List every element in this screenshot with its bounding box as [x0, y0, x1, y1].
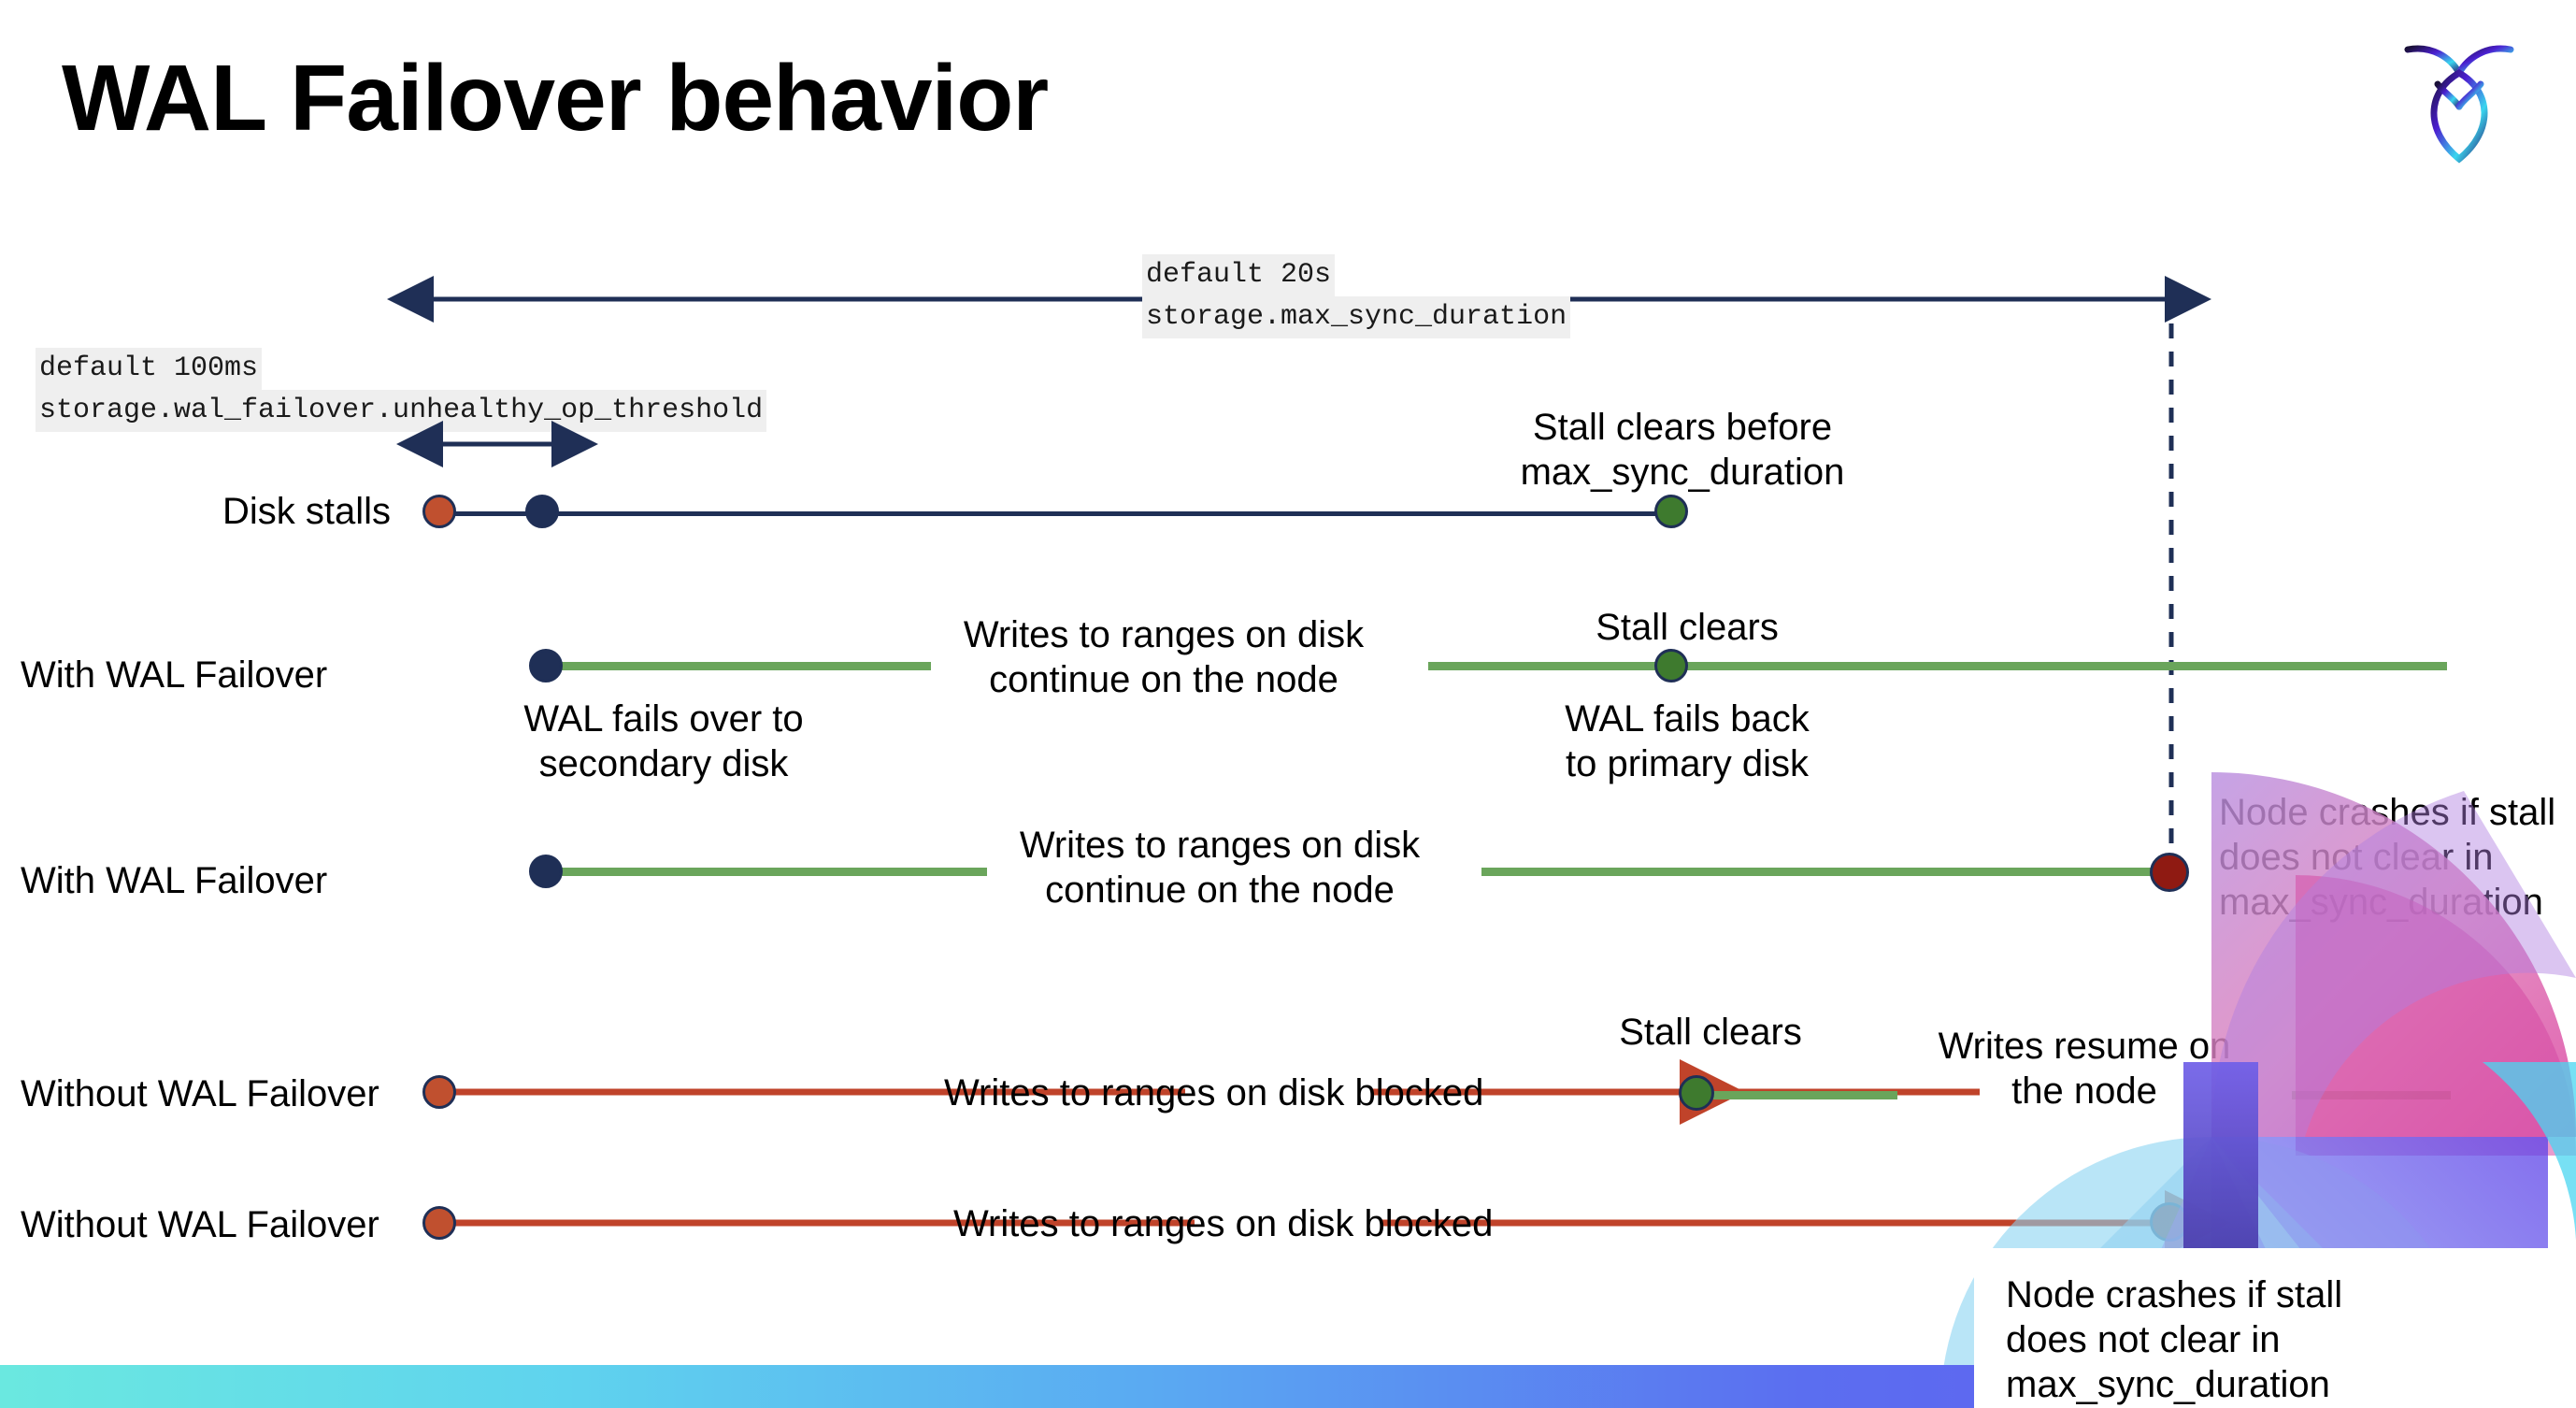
annotation-writes-continue-2: Writes to ranges on disk continue on the…	[1019, 825, 1421, 911]
with-wal-failover-crashes-segment-b	[1481, 868, 2173, 876]
max-sync-duration-default: default 20s	[1142, 254, 1336, 296]
annotation-stall-clears-1: Stall clears	[1596, 607, 1779, 648]
without-wal-failover-recovers-resume-segment-b	[2292, 1091, 2451, 1099]
page-title: WAL Failover behavior	[62, 46, 1049, 151]
unhealthy-op-threshold-default: default 100ms	[36, 348, 263, 390]
disk-stalls-timeline	[439, 511, 1673, 516]
with-wal-failover-recovers-segment-a	[548, 662, 931, 670]
without-wal-failover-recovers-start-node	[422, 1075, 456, 1109]
cockroachdb-logo-icon	[2398, 26, 2520, 166]
with-wal-failover-recovers-clear-node	[1654, 649, 1688, 682]
with-wal-failover-crashes-segment-a	[548, 868, 987, 876]
max-sync-duration-dashed-guide	[2168, 295, 2174, 869]
annotation-writes-continue-1: Writes to ranges on disk continue on the…	[963, 614, 1365, 700]
disk-stalls-start-node	[422, 495, 456, 528]
annotation-writes-blocked-2: Writes to ranges on disk blocked	[953, 1203, 1494, 1244]
unhealthy-op-threshold-name: storage.wal_failover.unhealthy_op_thresh…	[36, 390, 767, 432]
without-wal-failover-recovers-clear-node	[1679, 1075, 1714, 1111]
annotation-stall-clears-2: Stall clears	[1619, 1012, 1802, 1053]
row-label-without-wal-failover-recovers: Without WAL Failover	[21, 1073, 379, 1114]
max-sync-duration-name: storage.max_sync_duration	[1142, 296, 1571, 338]
disk-stalls-failover-node	[525, 495, 559, 528]
annotation-node-crashes-1: Node crashes if stall does not clear in …	[2219, 792, 2556, 923]
disk-stalls-clear-node	[1654, 495, 1688, 528]
annotation-writes-resume: Writes resume on the node	[1938, 1026, 2231, 1112]
row-label-without-wal-failover-crashes: Without WAL Failover	[21, 1204, 379, 1245]
row-label-with-wal-failover-recovers: With WAL Failover	[21, 654, 328, 696]
unhealthy-op-threshold-label: default 100ms storage.wal_failover.unhea…	[36, 348, 767, 432]
without-wal-failover-crashes-start-node	[422, 1206, 456, 1240]
with-wal-failover-crashes-failover-node	[529, 855, 563, 888]
with-wal-failover-crashes-crash-node	[2150, 853, 2189, 892]
with-wal-failover-recovers-failover-node	[529, 649, 563, 682]
max-sync-duration-label: default 20s storage.max_sync_duration	[1142, 254, 1571, 338]
unhealthy-op-threshold-measure-arrow	[396, 421, 598, 467]
without-wal-failover-crashes-crash-node	[2150, 1202, 2189, 1242]
annotation-wal-fails-back: WAL fails back to primary disk	[1565, 698, 1810, 784]
row-label-with-wal-failover-crashes: With WAL Failover	[21, 860, 328, 901]
row-label-disk-stalls: Disk stalls	[222, 491, 392, 532]
annotation-wal-fails-over: WAL fails over to secondary disk	[523, 698, 804, 784]
callout-node-crashes: Node crashes if stall does not clear in …	[1974, 1248, 2576, 1408]
without-wal-failover-recovers-resume-segment-a	[1710, 1091, 1897, 1099]
annotation-writes-blocked-1: Writes to ranges on disk blocked	[944, 1072, 1484, 1113]
annotation-stall-clears-before: Stall clears before max_sync_duration	[1520, 407, 1845, 493]
with-wal-failover-recovers-segment-b	[1428, 662, 2447, 670]
